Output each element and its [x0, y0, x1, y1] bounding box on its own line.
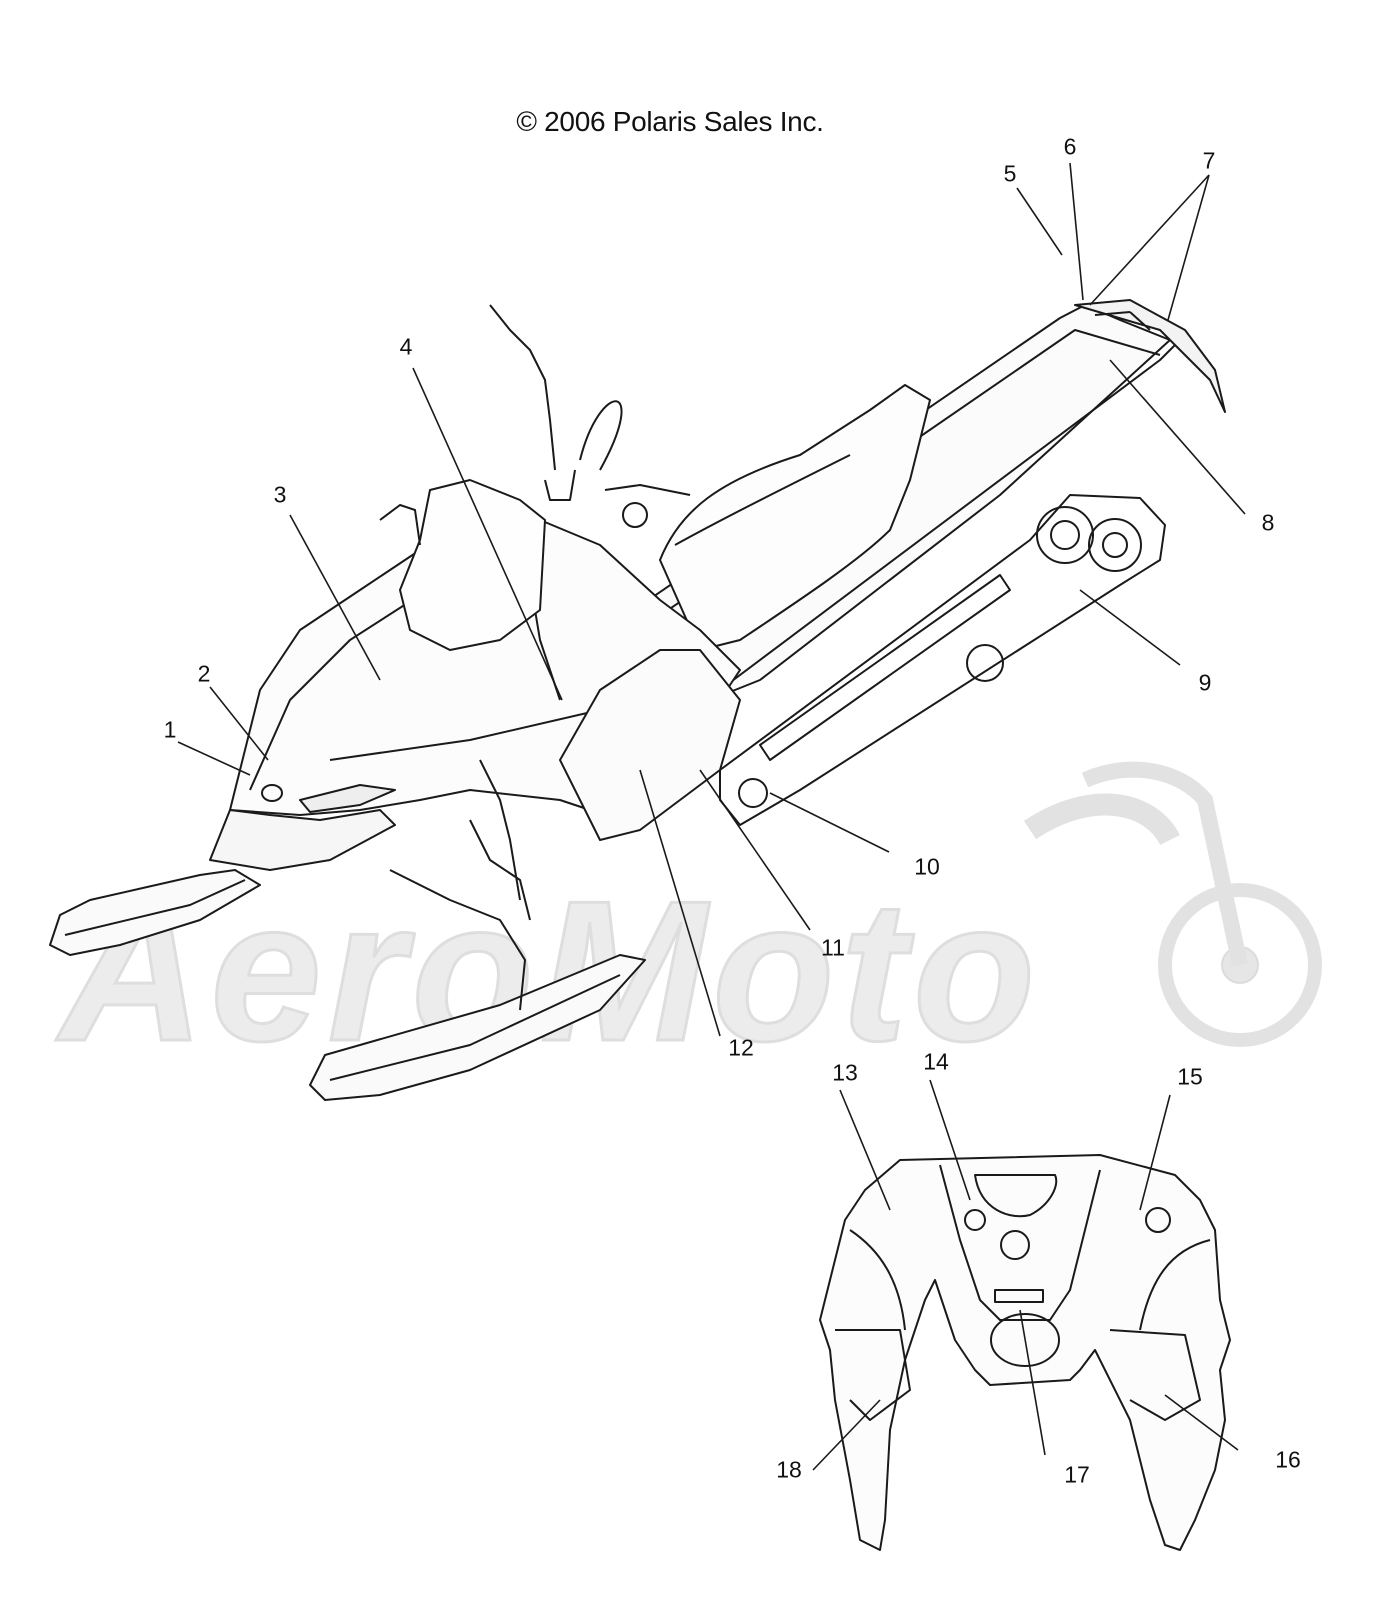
callout-2: 2	[197, 660, 211, 687]
callout-9: 9	[1198, 669, 1212, 696]
callout-8: 8	[1261, 509, 1275, 536]
callout-13: 13	[832, 1059, 858, 1086]
callout-18: 18	[776, 1456, 802, 1483]
callout-14: 14	[923, 1048, 949, 1075]
callout-17: 17	[1064, 1461, 1090, 1488]
hood-underside-drawing	[819, 1154, 1231, 1551]
callout-12: 12	[728, 1034, 754, 1061]
callout-4: 4	[399, 333, 413, 360]
snowmobile-drawing	[49, 299, 1226, 1101]
callout-11: 11	[821, 934, 845, 961]
callout-1: 1	[163, 716, 177, 743]
leader-lines	[177, 162, 1246, 1471]
callout-5: 5	[1003, 160, 1017, 187]
callout-7: 7	[1202, 147, 1216, 174]
callout-6: 6	[1063, 133, 1077, 160]
callout-15: 15	[1177, 1063, 1203, 1090]
callout-10: 10	[914, 853, 940, 880]
copyright-text: © 2006 Polaris Sales Inc.	[516, 106, 824, 137]
callout-3: 3	[273, 481, 287, 508]
callout-16: 16	[1275, 1446, 1301, 1473]
